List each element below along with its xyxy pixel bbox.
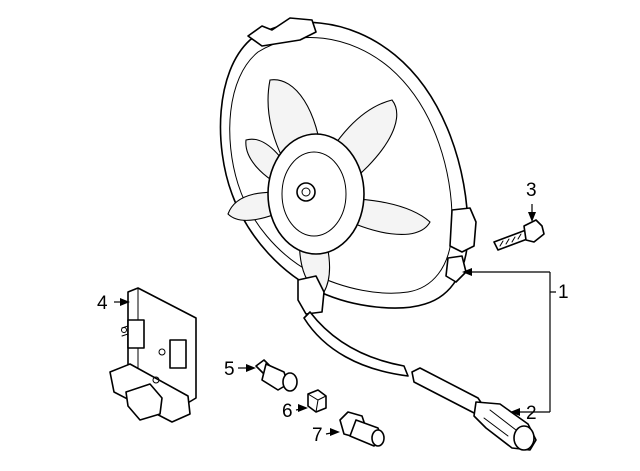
module-connector [125, 383, 163, 421]
connector-end [513, 425, 535, 451]
shroud-top-bracket [247, 17, 317, 47]
sensor-clip [307, 389, 327, 413]
arrow-7 [330, 428, 340, 436]
callout-1: 1 [558, 282, 569, 303]
callout-7: 7 [312, 425, 323, 446]
motor-connector-boss [297, 275, 325, 315]
callout-3: 3 [526, 180, 537, 201]
arrow-4 [120, 298, 130, 306]
fan-assembly [219, 17, 477, 315]
sensor-end [282, 372, 298, 392]
callout-4: 4 [97, 293, 108, 314]
leader-1-bracket [464, 271, 556, 413]
shroud-lower-bracket [445, 255, 467, 283]
fan-shroud-inner-ring [229, 37, 453, 294]
arrow-6 [298, 404, 308, 412]
shroud-right-bracket [449, 207, 477, 253]
callout-6: 6 [282, 401, 293, 422]
sensor-plug [339, 411, 385, 447]
arrow-5 [246, 364, 256, 372]
bolt-head [523, 219, 545, 243]
leader-arrowheads [120, 212, 536, 436]
callout-5: 5 [224, 359, 235, 380]
mounting-bolt [493, 219, 545, 251]
module-terminal-left [127, 319, 145, 349]
resistor-control-module [109, 287, 197, 423]
sensor-body [261, 363, 289, 391]
arrow-3 [528, 212, 536, 222]
clip-body [307, 389, 327, 413]
callout-2: 2 [526, 403, 537, 424]
module-terminal-right [169, 339, 187, 369]
arrow-1 [462, 268, 472, 276]
arrow-2 [510, 408, 520, 416]
hub-nut [296, 182, 316, 202]
wire-harness-upper [303, 311, 409, 377]
fan-motor-connector [303, 311, 537, 451]
temperature-sensor [255, 359, 298, 392]
